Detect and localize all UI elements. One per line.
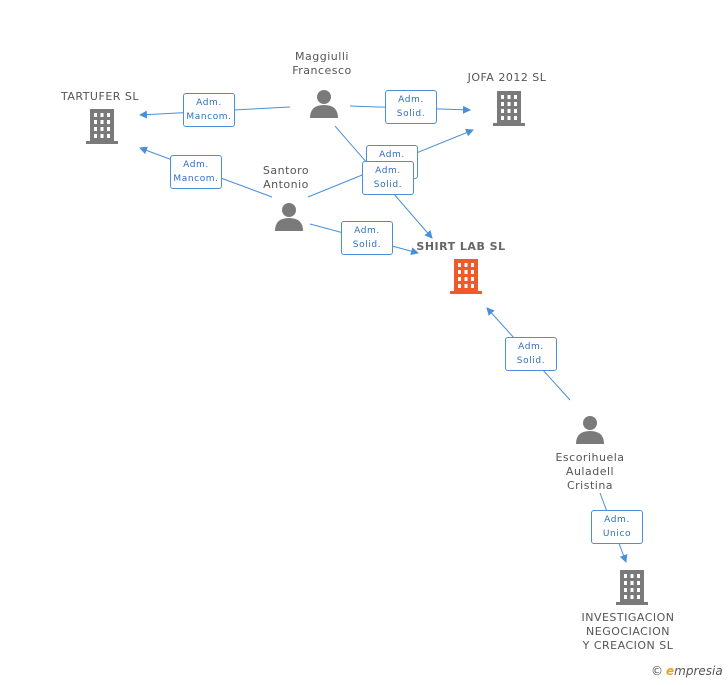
person-icon[interactable] — [575, 414, 605, 444]
node-label-escorihuela[interactable]: Escorihuela Auladell Cristina — [555, 451, 625, 492]
relation-label: Adm. Solid. — [362, 161, 414, 195]
relation-label: Adm. Mancom. — [170, 155, 222, 189]
node-label-santoro[interactable]: Santoro Antonio — [262, 164, 310, 191]
building-icon[interactable] — [493, 91, 525, 127]
building-icon[interactable] — [616, 570, 648, 606]
building-icon[interactable] — [86, 109, 118, 145]
node-label-jofa[interactable]: JOFA 2012 SL — [467, 71, 547, 84]
brand-logo-text: mpresia — [674, 664, 723, 678]
relation-label: Adm. Unico — [591, 510, 643, 544]
building-icon-main[interactable] — [450, 259, 482, 295]
node-label-tartufer[interactable]: TARTUFER SL — [60, 90, 140, 103]
person-icon[interactable] — [309, 88, 339, 118]
brand-logo-e: e — [666, 664, 675, 678]
relation-label: Adm. Mancom. — [183, 93, 235, 127]
node-label-shirtlab[interactable]: SHIRT LAB SL — [416, 240, 506, 253]
node-label-maggiulli[interactable]: Maggiulli Francesco — [292, 50, 352, 77]
relation-label: Adm. Solid. — [341, 221, 393, 255]
relation-label: Adm. Solid. — [505, 337, 557, 371]
copyright-symbol: © — [651, 664, 663, 678]
node-label-investigacion[interactable]: INVESTIGACION NEGOCIACION Y CREACION SL — [581, 611, 675, 652]
person-icon[interactable] — [274, 201, 304, 231]
brand-logo: ©empresia — [651, 664, 723, 678]
relation-label: Adm. Solid. — [385, 90, 437, 124]
